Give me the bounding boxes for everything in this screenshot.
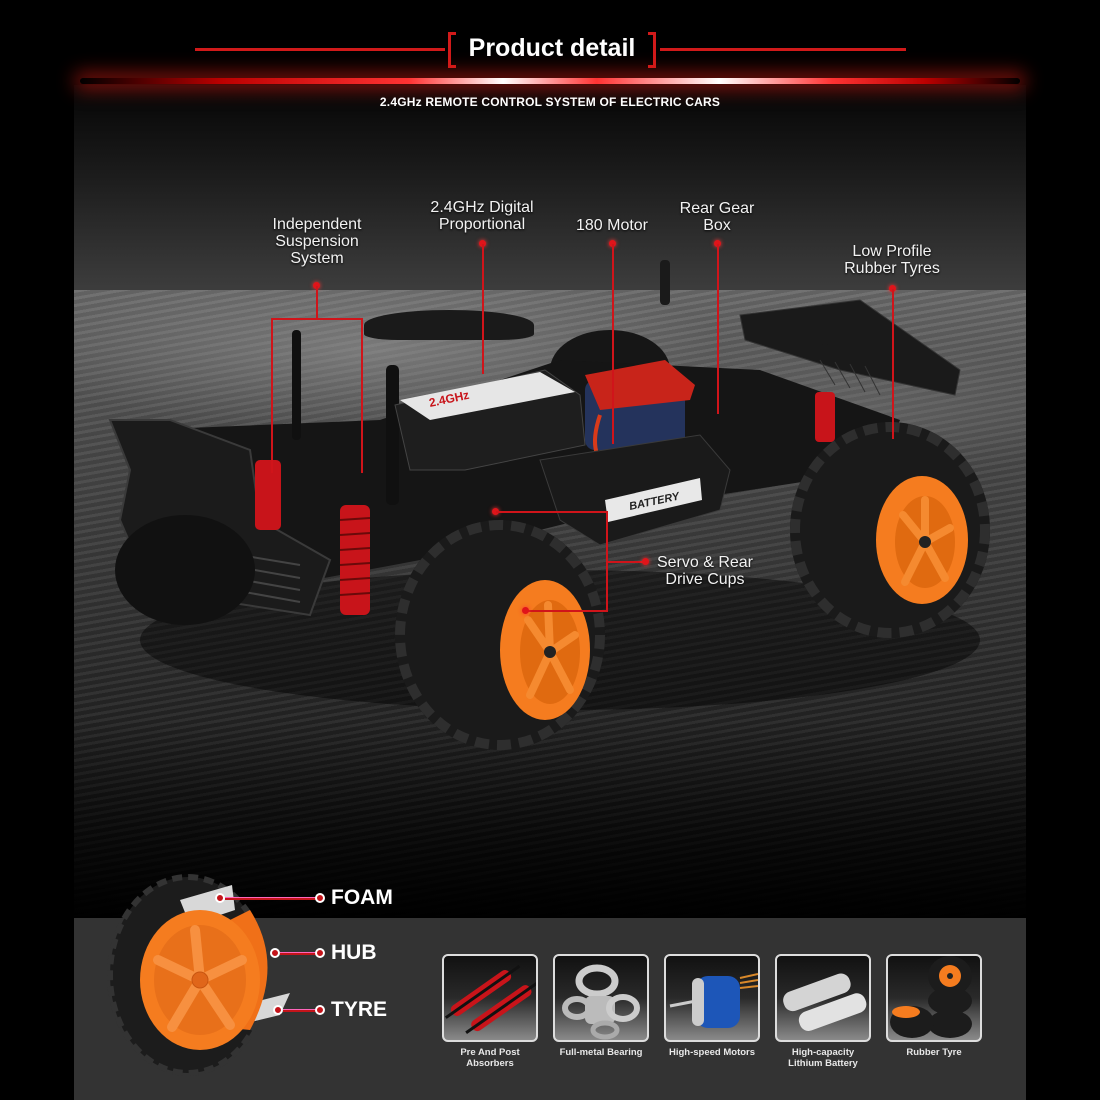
callout-text: Proportional [438, 216, 526, 233]
callout-text: Low Profile [852, 243, 932, 260]
callout-text: 2.4GHz Digital [430, 199, 534, 216]
callout-rubber-tyres: Low Profile Rubber Tyres [832, 243, 952, 277]
hub-line [280, 952, 317, 955]
callout-line [606, 561, 644, 563]
feature-text: High-speed Motors [668, 1047, 756, 1058]
callout-motor: 180 Motor [562, 217, 662, 234]
tyre-dot [315, 1005, 325, 1015]
header-rule-left [195, 48, 445, 51]
feature-tile-bearing [553, 954, 649, 1042]
callout-digital-proportional: 2.4GHz Digital Proportional [412, 199, 552, 233]
callout-line [892, 289, 894, 439]
foam-dot [215, 893, 225, 903]
callout-dot-servo-1 [492, 508, 499, 515]
bearing-icon [562, 964, 640, 1040]
feature-text: Absorbers [466, 1058, 514, 1069]
header-rule-right [660, 48, 906, 51]
hub-dot [315, 948, 325, 958]
tyre-icon [890, 956, 972, 1038]
page-subtitle: 2.4GHz REMOTE CONTROL SYSTEM OF ELECTRIC… [379, 95, 721, 109]
callout-dot-digital [479, 240, 486, 247]
page-title: Product detail [468, 34, 636, 62]
callout-line [612, 244, 614, 444]
bracket-left [448, 32, 456, 68]
tyre-label: TYRE [331, 998, 388, 1021]
foam-dot [315, 893, 325, 903]
battery-icon [783, 973, 867, 1031]
hub-dot [270, 948, 280, 958]
feature-label-battery: High-capacity Lithium Battery [763, 1047, 883, 1069]
callout-servo-drive-cups: Servo & Rear Drive Cups [650, 554, 760, 588]
feature-label-motor: High-speed Motors [652, 1047, 772, 1058]
callout-line [482, 244, 484, 374]
callout-text: Box [703, 217, 731, 234]
motor-icon [669, 973, 758, 1028]
feature-text: Full-metal Bearing [559, 1047, 643, 1058]
feature-text: High-capacity [791, 1047, 855, 1058]
header-glow-line [80, 78, 1020, 84]
tyre-dot [273, 1005, 283, 1015]
foam-label: FOAM [331, 886, 393, 909]
callout-dot-motor [609, 240, 616, 247]
wheel-cutaway-image [107, 874, 290, 1076]
callout-line [316, 286, 318, 319]
callout-text: Drive Cups [665, 571, 745, 588]
feature-tile-motor [664, 954, 760, 1042]
callout-line [496, 511, 608, 513]
hub-label: HUB [331, 941, 377, 964]
callout-line [717, 244, 719, 414]
callout-text: 180 Motor [575, 217, 649, 234]
callout-text: Independent [272, 216, 362, 233]
feature-tile-absorbers [442, 954, 538, 1042]
callout-text: System [290, 250, 344, 267]
bracket-right [648, 32, 656, 68]
callout-text: Servo & Rear [656, 554, 754, 571]
callout-text: Rubber Tyres [844, 260, 940, 277]
feature-tile-battery [775, 954, 871, 1042]
callout-rear-gearbox: Rear Gear Box [667, 200, 767, 234]
callout-dot-suspension [313, 282, 320, 289]
callout-bracket-suspension [271, 318, 363, 473]
callout-dot-servo-2 [522, 607, 529, 614]
callout-suspension: Independent Suspension System [250, 216, 384, 267]
callout-dot-tyres [889, 285, 896, 292]
feature-text: Pre And Post [460, 1047, 520, 1058]
foam-line [225, 897, 317, 900]
feature-text: Lithium Battery [788, 1058, 858, 1069]
feature-label-bearing: Full-metal Bearing [541, 1047, 661, 1058]
feature-label-tyre: Rubber Tyre [874, 1047, 994, 1058]
feature-label-absorbers: Pre And Post Absorbers [430, 1047, 550, 1069]
callout-dot-servo [642, 558, 649, 565]
shock-absorber-icon [444, 964, 536, 1035]
title-frame: Product detail [448, 32, 656, 68]
page-header: Product detail 2.4GHz REMOTE CONTROL SYS… [0, 0, 1100, 120]
callout-line [526, 610, 608, 612]
feature-tile-tyre [886, 954, 982, 1042]
rocks [364, 310, 534, 340]
callout-text: Rear Gear [679, 200, 755, 217]
callout-dot-gearbox [714, 240, 721, 247]
tyre-line [283, 1009, 317, 1012]
callout-text: Suspension [275, 233, 359, 250]
feature-text: Rubber Tyre [906, 1047, 962, 1058]
